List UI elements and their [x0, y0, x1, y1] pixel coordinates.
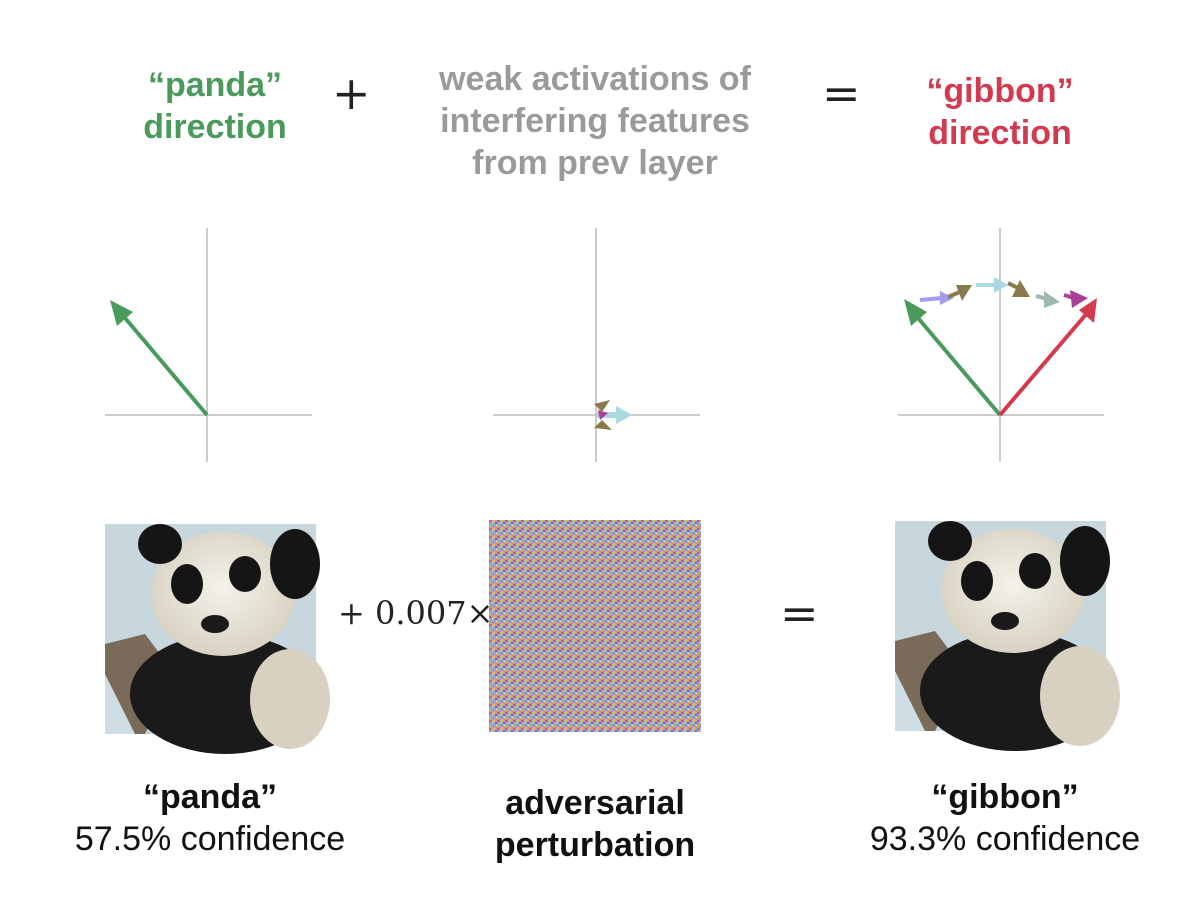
- panda-confidence: 57.5% confidence: [74, 820, 346, 858]
- interfering-line3: from prev layer: [472, 144, 718, 182]
- perturbation-caption: adversarial perturbation: [440, 782, 750, 866]
- panda-image: [105, 524, 330, 754]
- panda-plot: [105, 228, 312, 462]
- perturbation-line1: adversarial: [505, 784, 685, 822]
- gibbon-direction-heading: “gibbon” direction: [880, 70, 1120, 154]
- adversarial-noise-image: [489, 520, 701, 732]
- panda-direction-heading: “panda” direction: [95, 64, 335, 148]
- gibbon-direction-line1: “gibbon”: [926, 72, 1074, 110]
- small-feature-arrows: [594, 400, 632, 430]
- panda-caption: “panda” 57.5% confidence: [40, 776, 380, 860]
- panda-vector-arrow-right: [904, 299, 1002, 417]
- gibbon-plot: [898, 228, 1104, 462]
- gibbon-labelled-panda-image: [895, 521, 1120, 751]
- interference-plot: [493, 228, 700, 462]
- gibbon-label: “gibbon”: [931, 778, 1079, 816]
- panda-direction-line1: “panda”: [147, 66, 283, 104]
- panda-direction-line2: direction: [143, 108, 287, 146]
- gibbon-vector-arrow: [998, 298, 1097, 417]
- panda-vector-arrow: [110, 300, 209, 417]
- plus-operator: +: [332, 66, 371, 120]
- formula-equals: =: [780, 586, 819, 640]
- equals-operator: =: [822, 66, 861, 120]
- gibbon-direction-line2: direction: [928, 114, 1072, 152]
- gibbon-confidence: 93.3% confidence: [869, 820, 1141, 858]
- interfering-line1: weak activations of: [439, 60, 751, 98]
- interfering-features-heading: weak activations of interfering features…: [405, 58, 785, 184]
- gibbon-caption: “gibbon” 93.3% confidence: [830, 776, 1180, 860]
- interfering-line2: interfering features: [440, 102, 750, 140]
- perturbation-line2: perturbation: [494, 826, 696, 864]
- panda-label: “panda”: [142, 778, 278, 816]
- multiplier-term: + 0.007×: [338, 594, 494, 632]
- feature-arrow-chain: [919, 277, 1088, 308]
